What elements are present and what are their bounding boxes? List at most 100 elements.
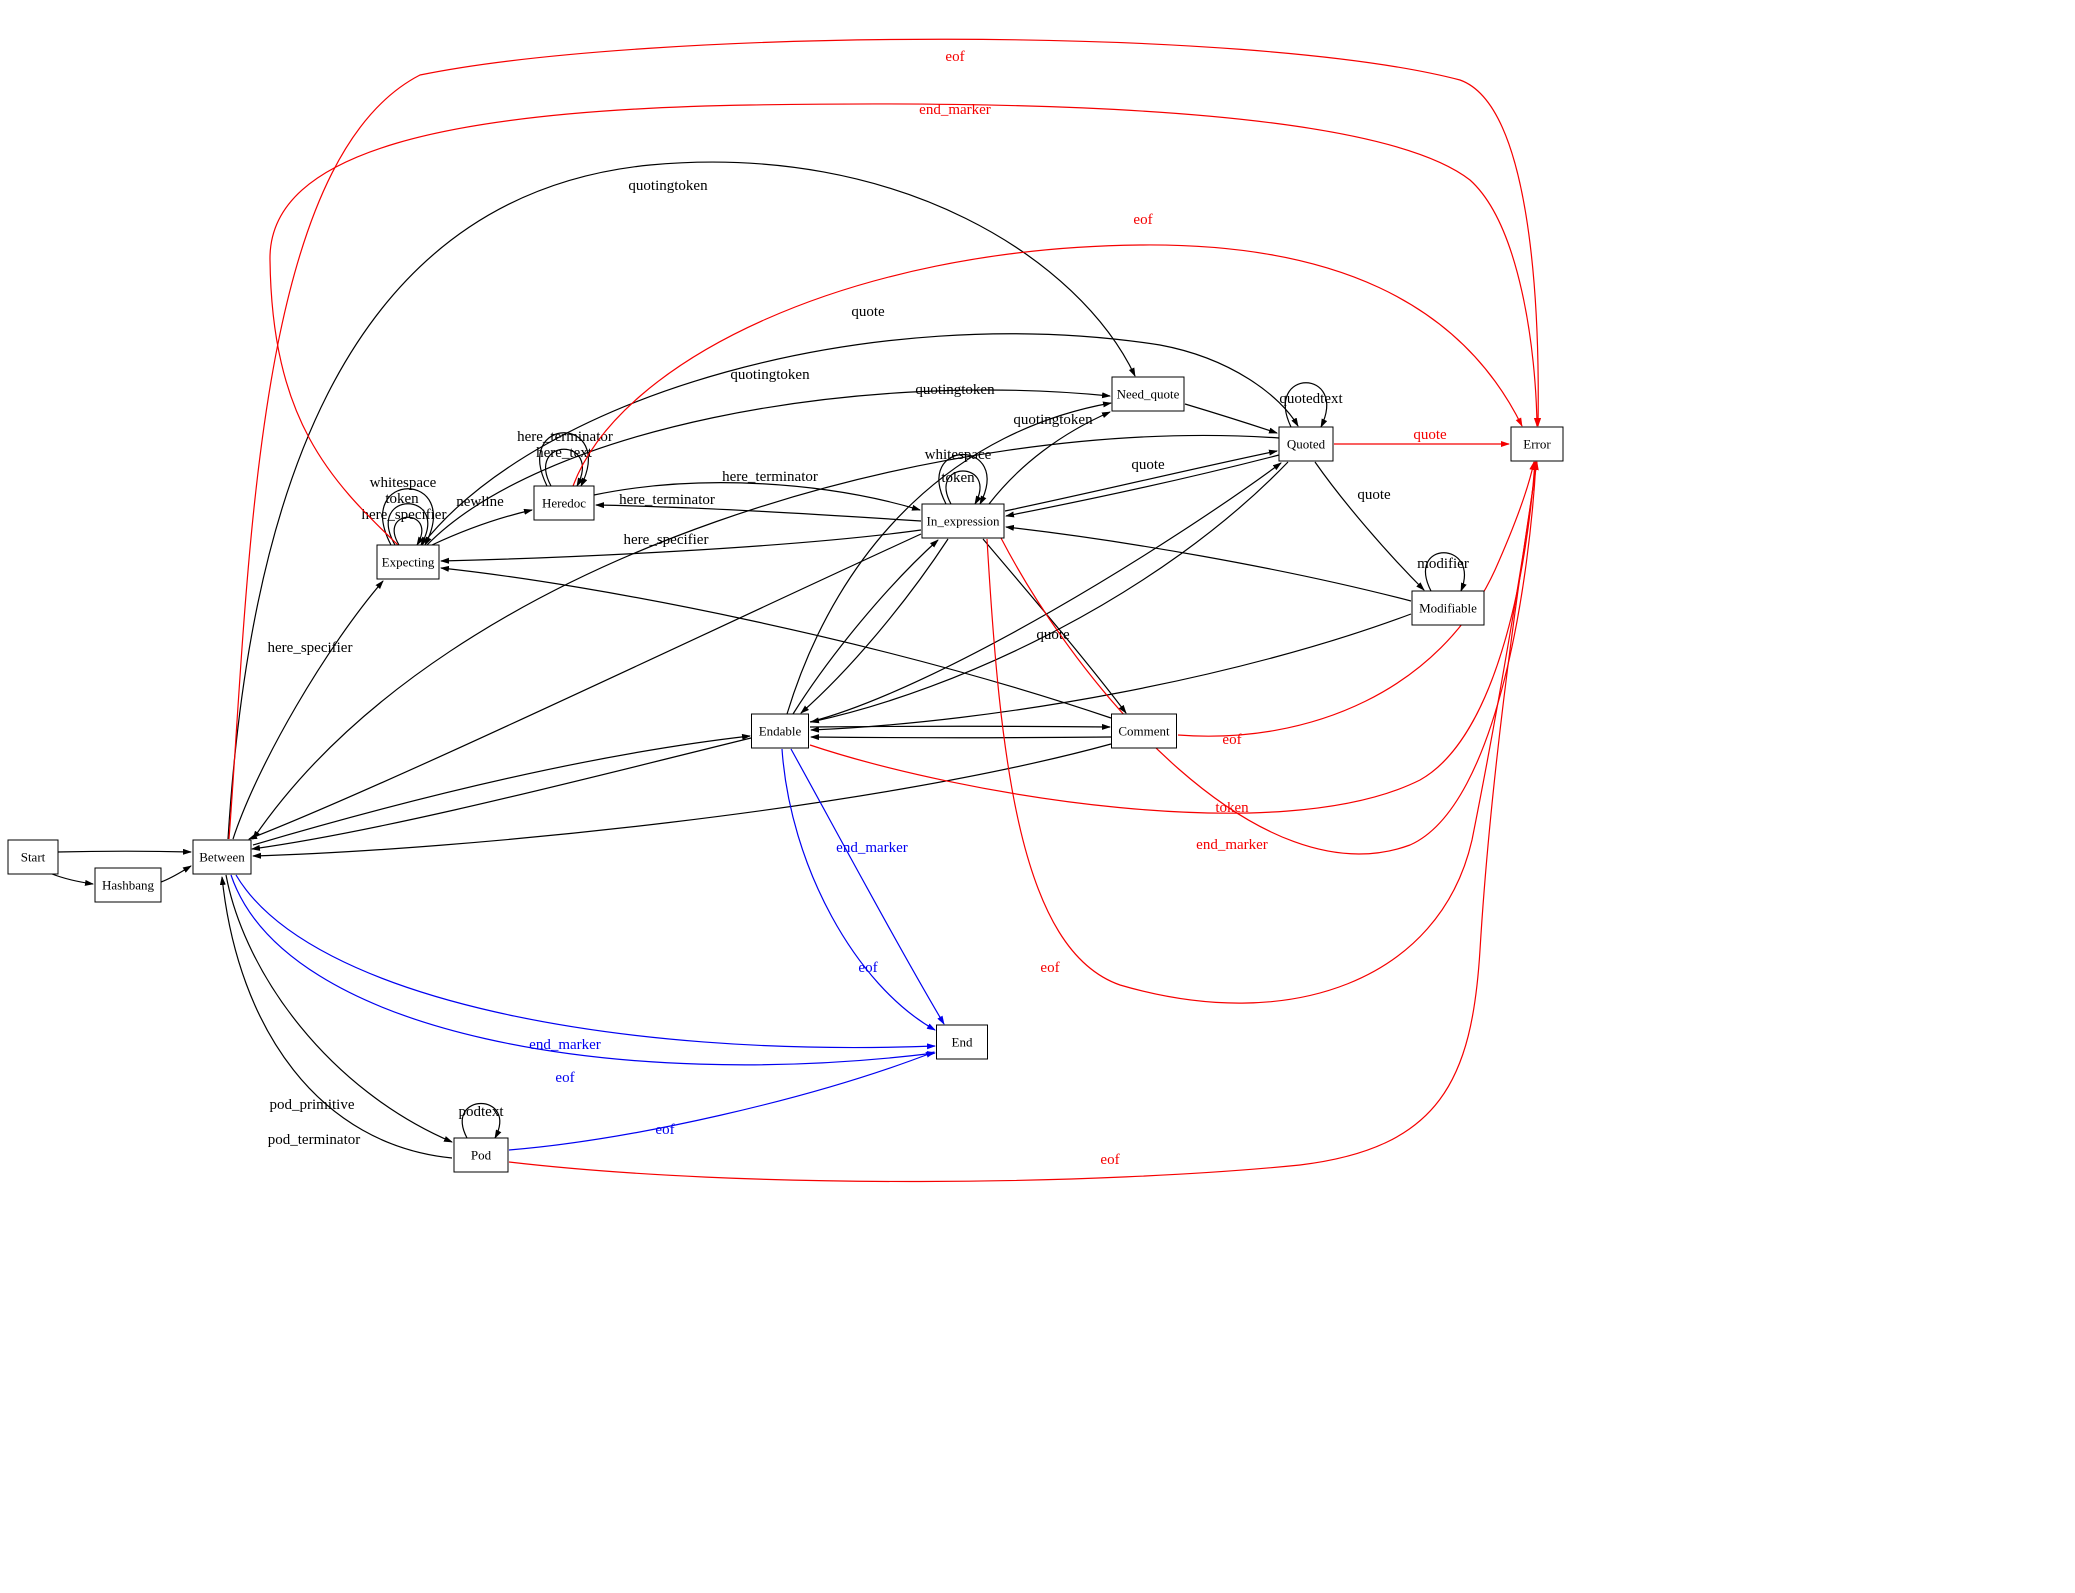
edge-path xyxy=(440,565,1112,719)
node-label: Endable xyxy=(759,724,802,739)
edge-In_expression-to-Endable xyxy=(800,538,949,714)
edge-label: eof xyxy=(1222,732,1241,748)
node-label: Hashbang xyxy=(102,878,154,893)
edge-path xyxy=(545,448,584,487)
edge-path xyxy=(938,453,988,505)
edge-path xyxy=(235,874,936,1050)
edge-Endable-to-Need_quote-quotingtoken: quotingtoken xyxy=(786,382,1112,715)
edge-label: end_marker xyxy=(919,102,991,118)
node-label: Pod xyxy=(471,1148,492,1163)
edge-path xyxy=(1184,403,1278,434)
edge-Quoted-to-Between xyxy=(252,434,1280,840)
edge-path xyxy=(1004,449,1278,512)
edge-label: quotedtext xyxy=(1279,391,1343,407)
edge-Modifiable-to-Modifiable-modifier: modifier xyxy=(1417,552,1469,592)
edge-path xyxy=(1314,461,1425,591)
edge-path xyxy=(431,508,533,546)
edge-In_expression-to-Heredoc-here_terminator: here_terminator xyxy=(595,492,922,522)
edge-Pod-to-Error-eof: eof xyxy=(508,461,1539,1183)
edge-Expecting-to-Error-end_marker: end_marker xyxy=(269,102,1540,546)
edge-path xyxy=(792,539,939,715)
edge-path xyxy=(595,502,922,522)
node-Hashbang: Hashbang xyxy=(94,867,162,903)
node-box xyxy=(1111,376,1185,412)
edge-label: quote xyxy=(1036,627,1070,643)
edge-Expecting-to-Need_quote-quotingtoken: quotingtoken xyxy=(426,367,1111,546)
edge-label: here_terminator xyxy=(619,492,715,508)
node-box xyxy=(1510,426,1564,462)
edge-label: whitespace xyxy=(370,475,437,491)
edge-path xyxy=(809,723,1111,730)
node-box xyxy=(533,485,595,521)
node-label: Need_quote xyxy=(1117,387,1180,402)
edge-path xyxy=(593,482,921,511)
edge-path xyxy=(51,873,94,886)
node-label: Start xyxy=(21,850,46,865)
edge-path xyxy=(421,333,1299,546)
edge-label: whitespace xyxy=(925,447,992,463)
edge-Between-to-Error-eof: eof xyxy=(228,38,1542,840)
edge-Endable-to-Between xyxy=(251,737,752,851)
edge-Between-to-Expecting-here_specifier: here_specifier xyxy=(232,580,384,840)
node-Heredoc: Heredoc xyxy=(533,485,595,521)
edge-path xyxy=(809,461,1538,814)
edge-label: eof xyxy=(655,1122,674,1138)
edge-path xyxy=(786,401,1112,715)
node-label: Quoted xyxy=(1287,437,1326,452)
edge-Heredoc-to-Error-eof: eof xyxy=(572,212,1523,487)
edges-layer: here_specifierwhitespacetokenhere_specif… xyxy=(51,38,1542,1183)
edge-label: token xyxy=(941,470,975,486)
edge-Endable-to-End-end_marker: end_marker xyxy=(790,748,945,1025)
edge-path xyxy=(572,244,1523,487)
node-box xyxy=(94,867,162,903)
node-label: Error xyxy=(1523,437,1551,452)
edge-path xyxy=(225,874,453,1143)
edge-path xyxy=(781,748,936,1031)
edge-path xyxy=(393,516,424,546)
edge-path xyxy=(230,874,936,1066)
edge-path xyxy=(252,743,1112,859)
node-End: End xyxy=(936,1024,988,1060)
edge-label: end_marker xyxy=(529,1037,601,1053)
node-label: Expecting xyxy=(382,555,435,570)
edge-Endable-to-End-eof: eof xyxy=(781,748,936,1031)
edge-path xyxy=(508,1051,935,1151)
edge-label: token xyxy=(385,491,419,507)
node-box xyxy=(751,713,809,749)
edge-In_expression-to-Error-eof: eof xyxy=(986,461,1539,1004)
edge-label: pod_primitive xyxy=(270,1097,355,1113)
edge-Between-to-End-eof: eof xyxy=(230,874,936,1086)
node-Modifiable: Modifiable xyxy=(1411,590,1485,626)
edge-path xyxy=(986,461,1539,1004)
node-box xyxy=(192,839,252,875)
edge-Heredoc-to-Heredoc-here_terminator: here_terminator xyxy=(517,429,613,487)
edge-label: quote xyxy=(1131,457,1165,473)
node-Expecting: Expecting xyxy=(376,544,440,580)
edge-label: quotingtoken xyxy=(915,382,995,398)
edge-path xyxy=(252,733,751,846)
edge-path xyxy=(982,538,1127,714)
edge-path xyxy=(382,488,434,546)
edge-Heredoc-to-In_expression-here_terminator: here_terminator xyxy=(593,469,921,511)
edge-path xyxy=(988,411,1111,505)
edge-Expecting-to-Expecting-here_specifier: here_specifier xyxy=(362,507,446,546)
edge-path xyxy=(790,748,945,1025)
edge-Pod-to-Pod-podtext: podtext xyxy=(459,1102,504,1139)
edge-Quoted-to-In_expression xyxy=(1005,454,1280,518)
edge-Endable-to-Quoted-quote: quote xyxy=(809,462,1282,723)
edge-label: quote xyxy=(851,304,885,320)
node-box xyxy=(1411,590,1485,626)
edge-label: here_text xyxy=(536,445,593,461)
node-box xyxy=(1278,426,1334,462)
edge-path xyxy=(251,737,752,851)
edge-path xyxy=(269,103,1540,546)
edge-label: quote xyxy=(1357,487,1391,503)
edge-path xyxy=(810,734,1112,741)
node-box xyxy=(936,1024,988,1060)
edge-Hashbang-to-Between xyxy=(160,865,192,883)
edge-path xyxy=(945,470,982,505)
edge-label: here_terminator xyxy=(722,469,818,485)
edge-Expecting-to-Expecting-token: token xyxy=(385,491,429,546)
edge-Quoted-to-Error-quote: quote xyxy=(1334,427,1510,447)
